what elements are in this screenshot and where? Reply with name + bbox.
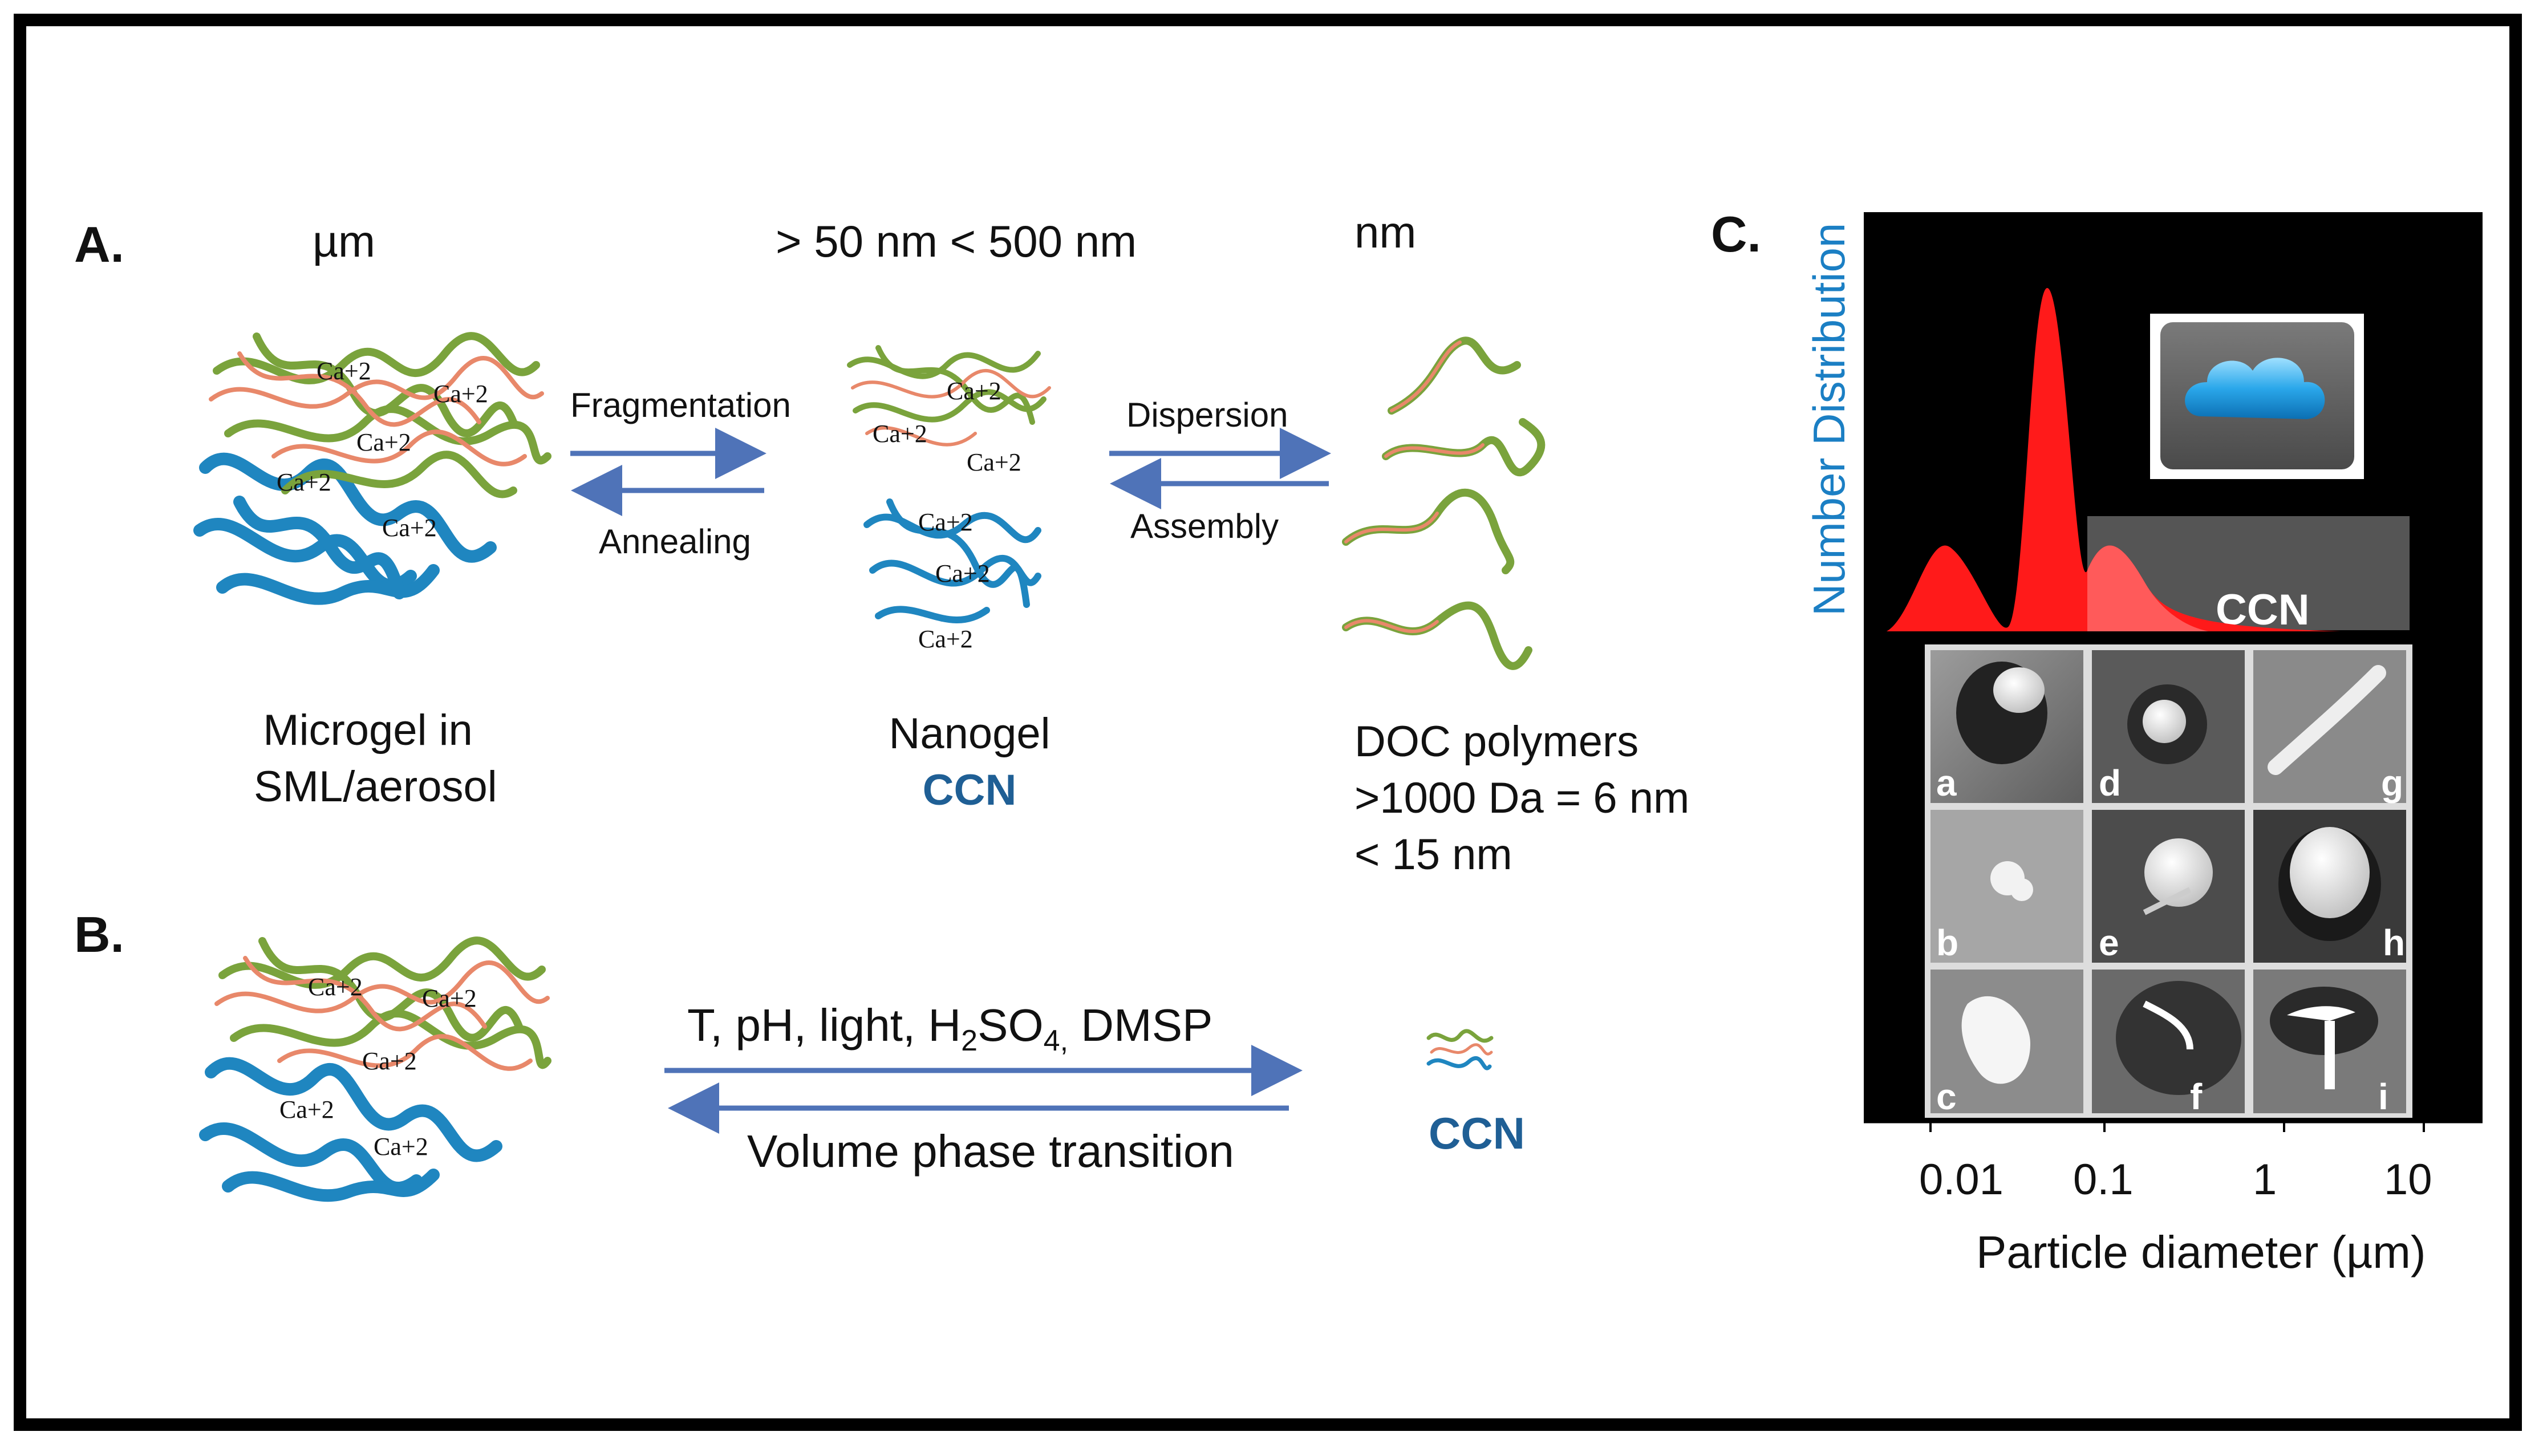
thumbnail-d: d [2092,650,2245,804]
doc-size-label: nm [1354,207,1417,257]
x-tick-1: 1 [2253,1155,2277,1204]
svg-text:Ca+2: Ca+2 [967,448,1021,476]
svg-text:Ca+2: Ca+2 [918,625,973,653]
svg-text:Ca+2: Ca+2 [317,357,371,385]
dispersion-label: Dispersion [1126,396,1288,434]
svg-text:a: a [1936,763,1957,804]
particle-image-grid: a d g b e [1925,644,2412,1118]
doc-caption-line2: >1000 Da = 6 nm [1354,773,1690,822]
svg-text:Ca+2: Ca+2 [433,380,488,408]
panel-b-microgel-illustration: Ca+2 Ca+2 Ca+2 Ca+2 Ca+2 [199,936,551,1202]
nano-size-label: > 50 nm < 500 nm [776,216,1137,266]
panel-b-label: B. [74,906,124,963]
thumbnail-h: h [2253,810,2406,963]
svg-text:Ca+2: Ca+2 [422,984,477,1012]
microgel-illustration: Ca+2 Ca+2 Ca+2 Ca+2 Ca+2 [193,332,551,605]
panel-c-label: C. [1711,206,1761,262]
nanogel-illustration: Ca+2 Ca+2 Ca+2 Ca+2 Ca+2 Ca+2 [847,345,1051,653]
svg-text:Ca+2: Ca+2 [382,514,437,542]
thumbnail-a: a [1930,650,2083,804]
doc-caption: DOC polymers >1000 Da = 6 nm < 15 nm [1354,714,1689,883]
svg-text:Ca+2: Ca+2 [362,1047,417,1075]
thumbnail-c: c [1930,970,2083,1117]
svg-text:Ca+2: Ca+2 [356,428,411,456]
x-tick-10: 10 [2384,1155,2432,1204]
thumbnail-g: g [2253,650,2406,804]
svg-text:c: c [1936,1076,1957,1117]
nanogel-ccn-label: CCN [922,765,1017,814]
doc-caption-line1: DOC polymers [1354,717,1639,766]
doc-caption-line3: < 15 nm [1354,830,1512,879]
panel-b-ccn-label: CCN [1429,1108,1525,1158]
thumbnail-f: f [2092,970,2245,1117]
svg-text:Ca+2: Ca+2 [308,973,363,1001]
thumbnail-e: e [2092,810,2245,963]
nanogel-caption-line1: Nanogel [889,709,1051,758]
doc-polymers-illustration [1342,336,1546,670]
svg-text:Ca+2: Ca+2 [918,508,973,536]
assembly-label: Assembly [1130,507,1279,545]
svg-text:i: i [2378,1076,2388,1117]
volume-phase-transition-label: Volume phase transition [747,1126,1234,1177]
x-tick-0.1: 0.1 [2073,1155,2134,1204]
fragmentation-label: Fragmentation [570,386,791,424]
thumbnail-b: b [1930,810,2083,963]
svg-text:f: f [2190,1076,2203,1117]
thumbnail-i: i [2253,970,2406,1117]
svg-text:Ca+2: Ca+2 [277,468,331,496]
svg-text:b: b [1936,922,1958,963]
forward-transition-label: T, pH, light, H2SO4, DMSP [687,1000,1213,1057]
chart-x-axis-label: Particle diameter (µm) [1976,1227,2426,1277]
panel-b-ccn-illustration [1426,1029,1494,1070]
microgel-caption-line2: SML/aerosol [254,762,497,811]
micro-size-label: µm [313,216,375,266]
figure-frame [14,14,2522,1431]
microgel-caption-line1: Microgel in [263,706,473,755]
x-tick-0.01: 0.01 [1919,1155,2003,1204]
size-distribution-chart: CCN a d [1864,212,2498,1132]
svg-text:Ca+2: Ca+2 [374,1133,428,1161]
svg-text:h: h [2383,922,2405,963]
svg-text:Ca+2: Ca+2 [947,377,1001,405]
ccn-distribution-highlight [2087,545,2224,633]
svg-text:g: g [2381,763,2403,804]
svg-text:e: e [2099,922,2119,963]
nanogel-caption: Nanogel CCN [855,706,1084,819]
svg-text:Ca+2: Ca+2 [873,420,927,448]
annealing-label: Annealing [599,522,751,561]
svg-text:Ca+2: Ca+2 [279,1096,334,1124]
number-distribution-area [1882,287,2498,633]
microgel-caption: Microgel in SML/aerosol [254,703,497,816]
svg-text:Ca+2: Ca+2 [935,559,990,587]
cloud-icon [2150,314,2364,479]
panel-a-label: A. [74,216,124,273]
svg-text:d: d [2099,763,2121,804]
